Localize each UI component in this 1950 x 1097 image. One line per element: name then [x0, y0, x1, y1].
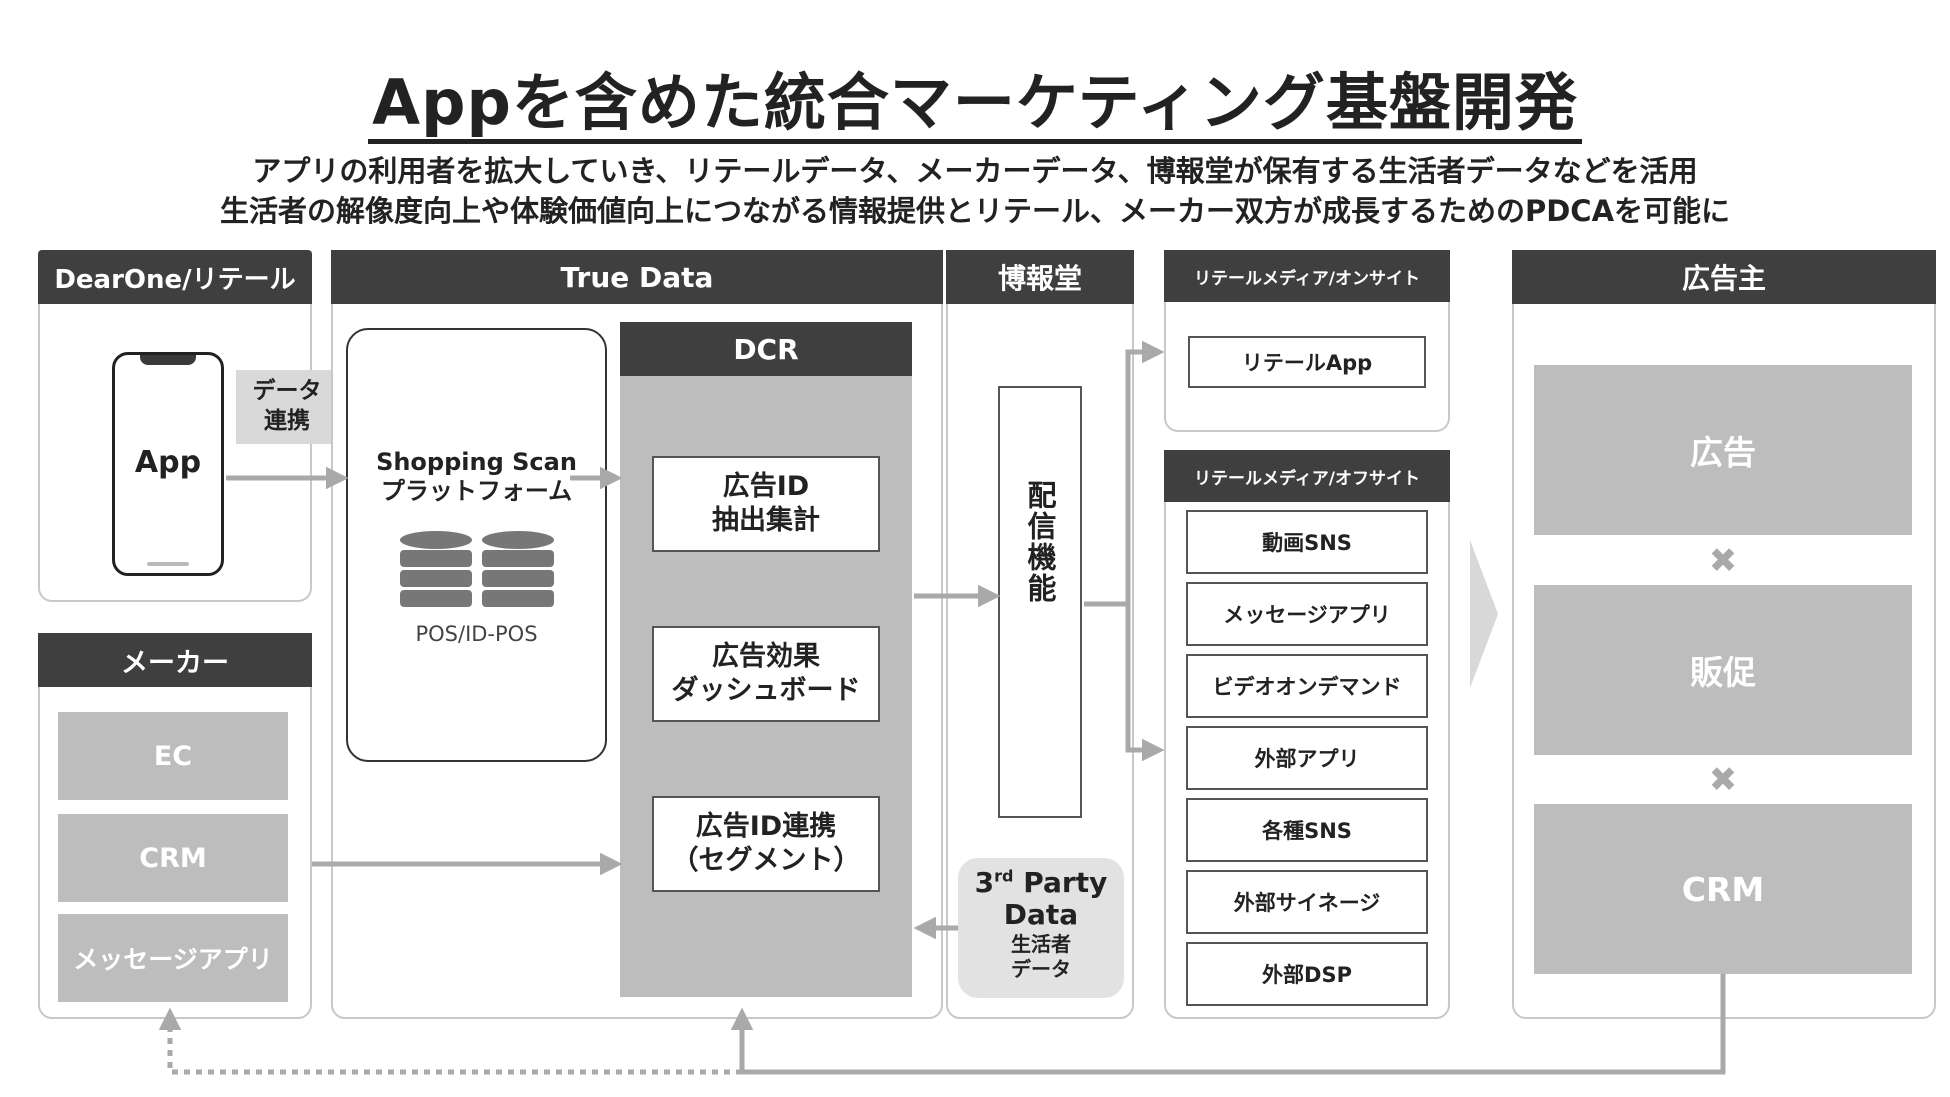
offsite-item-various-sns: 各種SNS: [1186, 798, 1428, 862]
delivery-function-box: 配信機能: [998, 386, 1082, 818]
consumer-data-label: 生活者 データ: [1011, 932, 1071, 982]
app-label: App: [134, 445, 202, 480]
dcr-item-ad-dashboard: 広告効果 ダッシュボード: [652, 626, 880, 722]
offsite-header: リテールメディア/オフサイト: [1164, 450, 1450, 502]
arrow-delivery-to-offsite: [1125, 604, 1165, 762]
dearone-header: DearOne/リテール: [38, 250, 312, 304]
phone-home-bar: [147, 562, 189, 566]
page-title: Appを含めた統合マーケティング基盤開発: [0, 52, 1950, 144]
shopping-scan-platform: Shopping Scan プラットフォーム POS/ID-POS: [346, 328, 607, 762]
phone-notch: [140, 355, 196, 365]
cross-icon: ✖: [1708, 760, 1738, 800]
delivery-function-label: 配信機能: [1023, 480, 1057, 604]
offsite-item-external-dsp: 外部DSP: [1186, 942, 1428, 1006]
platform-title: Shopping Scan プラットフォーム: [376, 448, 577, 505]
arrow-delivery-to-onsite: [1084, 340, 1165, 607]
offsite-item-external-signage: 外部サイネージ: [1186, 870, 1428, 934]
database-icon: [400, 531, 554, 607]
onsite-item-retail-app: リテールApp: [1188, 336, 1426, 388]
dcr-header: DCR: [620, 322, 912, 376]
maker-item-crm: CRM: [58, 814, 288, 902]
advertiser-header: 広告主: [1512, 250, 1936, 304]
advertiser-item-ad: 広告: [1534, 365, 1912, 535]
dcr-item-ad-id-aggregation: 広告ID 抽出集計: [652, 456, 880, 552]
hakuhodo-header: 博報堂: [946, 250, 1134, 304]
phone-icon: App: [112, 352, 224, 576]
maker-header: メーカー: [38, 633, 312, 687]
chevron-right-icon: [1470, 540, 1498, 688]
third-party-data-box: 3rd Party Data 生活者 データ: [958, 858, 1124, 998]
third-party-data-label: Data: [1003, 897, 1079, 931]
subtitle-line-1: アプリの利用者を拡大していき、リテールデータ、メーカーデータ、博報堂が保有する生…: [252, 154, 1698, 188]
dcr-item-ad-id-link: 広告ID連携 （セグメント）: [652, 796, 880, 892]
advertiser-item-sales-promo: 販促: [1534, 585, 1912, 755]
db-label: POS/ID-POS: [415, 622, 538, 646]
cross-icon: ✖: [1708, 541, 1738, 581]
offsite-item-message-app: メッセージアプリ: [1186, 582, 1428, 646]
maker-item-message-app: メッセージアプリ: [58, 914, 288, 1002]
offsite-item-vod: ビデオオンデマンド: [1186, 654, 1428, 718]
truedata-header: True Data: [331, 250, 943, 304]
maker-item-ec: EC: [58, 712, 288, 800]
offsite-item-external-app: 外部アプリ: [1186, 726, 1428, 790]
subtitle-line-2: 生活者の解像度向上や体験価値向上につながる情報提供とリテール、メーカー双方が成長…: [219, 194, 1731, 228]
onsite-header: リテールメディア/オンサイト: [1164, 250, 1450, 302]
advertiser-item-crm: CRM: [1534, 804, 1912, 974]
arrow-feedback-to-maker: [158, 1007, 742, 1075]
data-link-label: データ 連携: [236, 370, 338, 444]
third-party-title: 3rd Party: [974, 866, 1108, 899]
offsite-item-video-sns: 動画SNS: [1186, 510, 1428, 574]
arrow-crm-feedback-to-dcr: [730, 974, 1726, 1075]
